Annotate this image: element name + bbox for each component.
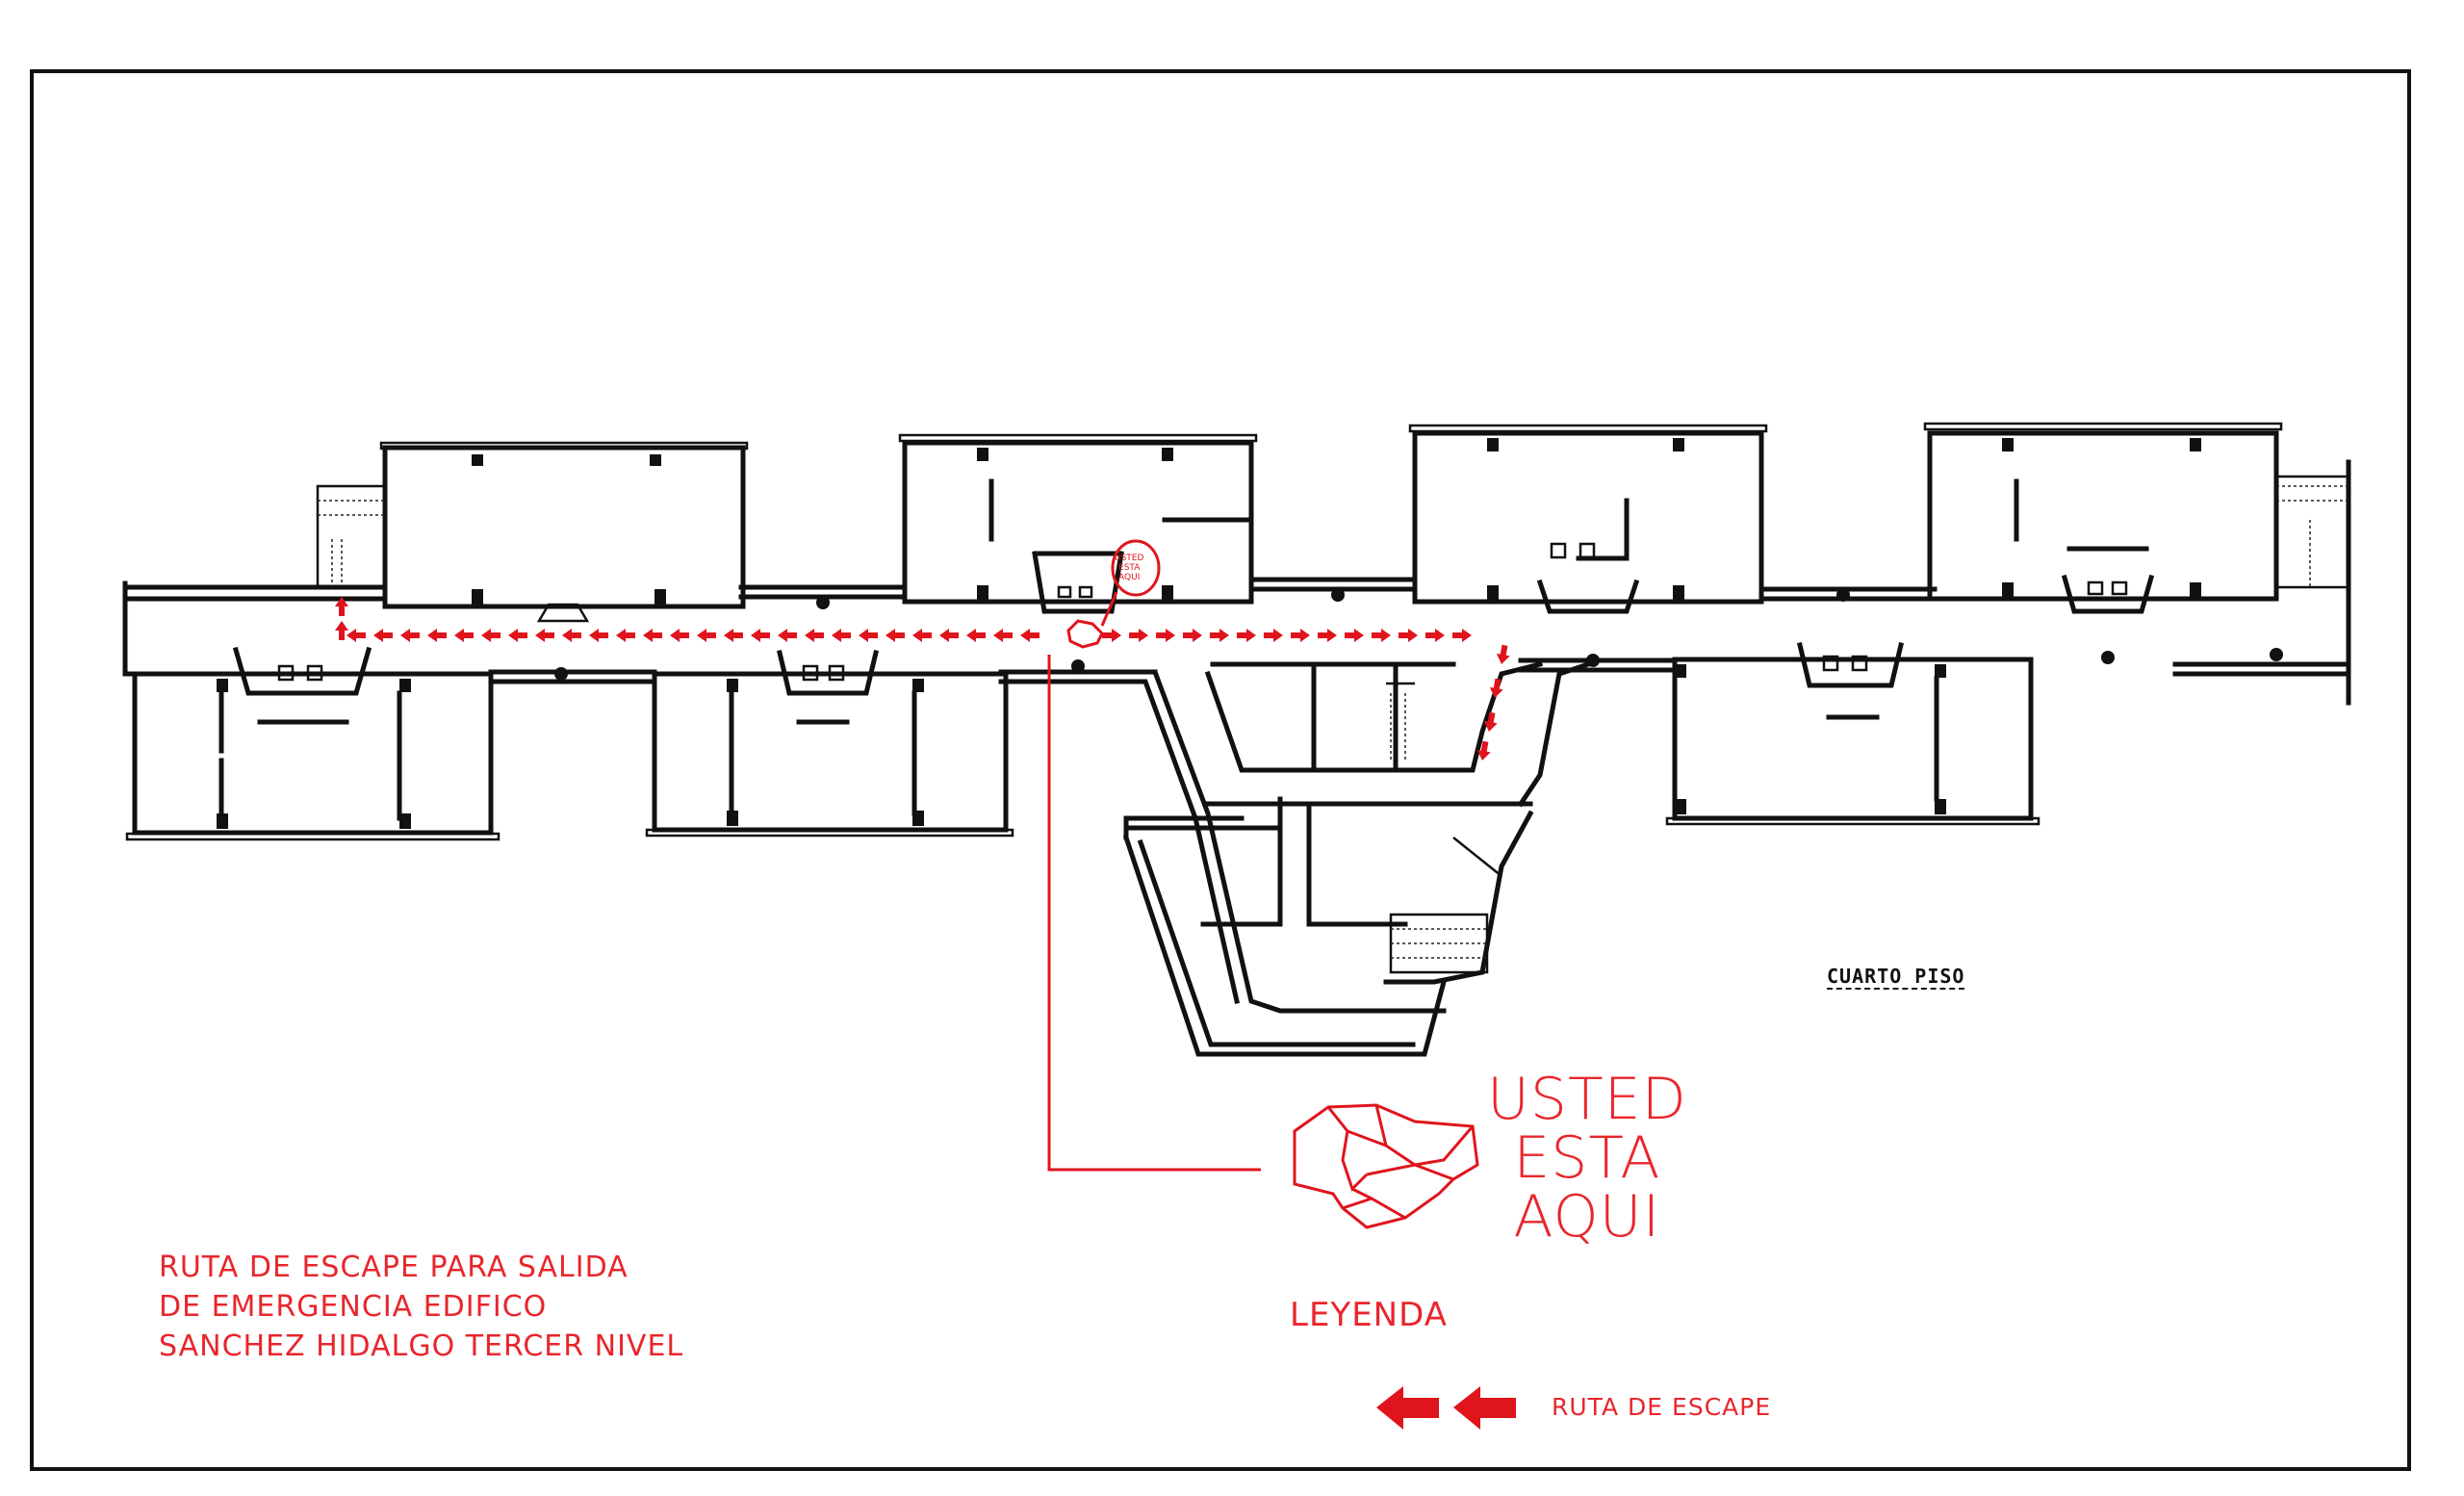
- route-arrow: [535, 629, 554, 642]
- route-arrow: [562, 629, 581, 642]
- route-arrow: [1210, 629, 1229, 642]
- route-arrow: [751, 629, 770, 642]
- route-arrow: [912, 629, 932, 642]
- map-title-line1: RUTA DE ESCAPE PARA SALIDA: [159, 1251, 629, 1284]
- route-arrow: [335, 621, 348, 640]
- route-arrow: [1425, 629, 1445, 642]
- floor-label: CUARTO PISO: [1827, 965, 1965, 990]
- you-are-here-line1: USTED: [1487, 1066, 1687, 1133]
- route-arrow: [697, 629, 716, 642]
- route-arrow: [832, 629, 851, 642]
- route-arrow: [1264, 629, 1283, 642]
- route-arrow: [886, 629, 905, 642]
- route-arrow: [454, 629, 474, 642]
- you-are-here-label: USTED ESTA AQUI: [1487, 1070, 1687, 1247]
- map-frame: [30, 69, 2411, 1471]
- map-title-line3: SANCHEZ HIDALGO TERCER NIVEL: [159, 1329, 684, 1363]
- route-arrow: [1372, 629, 1391, 642]
- route-arrow: [1345, 629, 1364, 642]
- route-arrow: [1102, 629, 1121, 642]
- route-arrow: [1020, 629, 1040, 642]
- map-title: RUTA DE ESCAPE PARA SALIDA DE EMERGENCIA…: [159, 1248, 683, 1366]
- route-arrow: [1399, 629, 1418, 642]
- mini-you-are-here-label: USTED ESTA AQUI: [1115, 554, 1143, 582]
- route-arrow: [589, 629, 608, 642]
- route-arrow: [643, 629, 662, 642]
- route-arrow: [670, 629, 689, 642]
- route-arrow: [1489, 678, 1503, 698]
- map-title-line2: DE EMERGENCIA EDIFICO: [159, 1290, 548, 1324]
- legend-route-arrows: [1376, 1386, 1516, 1430]
- you-are-here-icon: [1293, 1103, 1479, 1229]
- route-arrow: [616, 629, 635, 642]
- route-arrow: [1452, 629, 1472, 642]
- mini-label-line1: USTED: [1115, 554, 1144, 563]
- route-arrow: [1183, 629, 1202, 642]
- mini-label-line3: AQUI: [1118, 573, 1141, 582]
- route-arrow: [427, 629, 447, 642]
- route-arrow: [805, 629, 824, 642]
- route-arrow: [373, 629, 393, 642]
- route-arrow: [1156, 629, 1175, 642]
- escape-route: [335, 597, 1510, 761]
- route-arrow: [993, 629, 1013, 642]
- route-arrow: [1483, 711, 1498, 732]
- route-arrow: [400, 629, 420, 642]
- route-arrow: [1496, 644, 1510, 664]
- you-are-here-line2: ESTA: [1513, 1124, 1661, 1192]
- route-arrow: [1291, 629, 1310, 642]
- you-are-here-pointer-line: [1047, 655, 1261, 1172]
- route-arrow: [1237, 629, 1256, 642]
- building-walls: [122, 422, 2351, 1057]
- route-arrow: [1318, 629, 1337, 642]
- route-arrow: [939, 629, 959, 642]
- legend-title: LEYENDA: [1290, 1296, 1448, 1334]
- route-arrow: [724, 629, 743, 642]
- mini-label-line2: ESTA: [1118, 563, 1141, 573]
- you-are-here-line3: AQUI: [1513, 1183, 1661, 1251]
- route-arrow: [1129, 629, 1148, 642]
- route-arrow: [966, 629, 986, 642]
- route-arrow: [335, 597, 348, 616]
- route-arrow: [481, 629, 500, 642]
- route-arrow: [778, 629, 797, 642]
- route-arrow: [508, 629, 527, 642]
- legend-route-label: RUTA DE ESCAPE: [1552, 1393, 1772, 1421]
- route-arrow: [1476, 740, 1491, 761]
- mini-you-are-here-bubble: [1111, 539, 1161, 597]
- mini-you-are-here-icon: [1066, 591, 1118, 649]
- route-arrow: [859, 629, 878, 642]
- route-arrow: [346, 629, 366, 642]
